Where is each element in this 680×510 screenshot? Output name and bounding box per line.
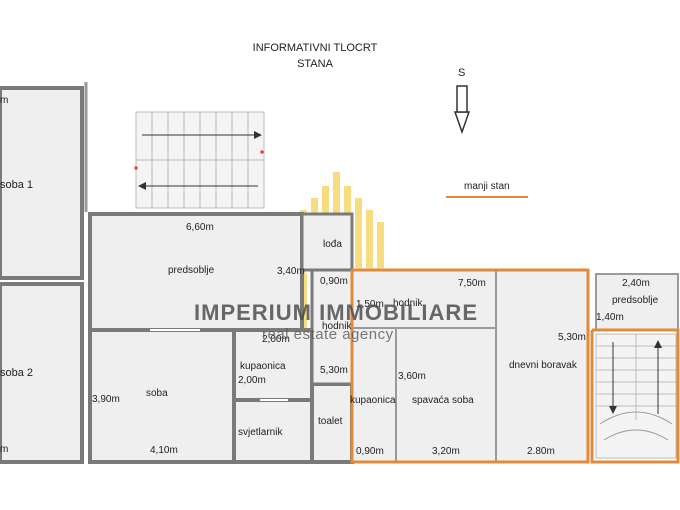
- plan-title: INFORMATIVNI TLOCRT STANA: [215, 40, 415, 72]
- legend-label: manji stan: [464, 181, 510, 192]
- label-kupaonica-left: kupaonica: [240, 361, 286, 372]
- label-kupaonica-right: kupaonica: [350, 395, 396, 406]
- legend-line: [446, 196, 528, 198]
- small-apartment-outline: [350, 268, 680, 464]
- dim-3-90: 3,90m: [92, 394, 120, 405]
- label-soba-2: soba 2: [0, 367, 34, 379]
- staircase-top: [134, 111, 265, 209]
- dim-m-top: m: [0, 95, 9, 106]
- dim-1-50: 1,50m: [356, 299, 384, 310]
- dim-5-30-right: 5,30m: [558, 332, 586, 343]
- watermark-name: IMPERIUM IMMOBILIARE: [194, 300, 478, 325]
- dim-2-00-a: 2,00m: [262, 334, 290, 345]
- dim-m-bottom: m: [0, 444, 9, 455]
- room-dnevni-boravak: [495, 269, 589, 463]
- label-soba-1: soba 1: [0, 179, 34, 191]
- label-predsoblje-left: predsoblje: [168, 265, 215, 276]
- label-loda: lođa: [323, 239, 342, 250]
- dim-3-40: 3,40m: [277, 266, 305, 277]
- north-arrow-icon: [453, 85, 471, 135]
- label-spavaca-soba: spavaća soba: [412, 395, 474, 406]
- dim-3-60: 3,60m: [398, 371, 426, 382]
- plan-title-line1: INFORMATIVNI TLOCRT: [252, 42, 378, 54]
- dim-6-60: 6,60m: [186, 222, 214, 233]
- dim-2-40: 2,40m: [622, 278, 650, 289]
- dim-7-50: 7,50m: [458, 278, 486, 289]
- dim-4-10: 4,10m: [150, 445, 178, 456]
- label-dnevni-boravak: dnevni boravak: [509, 360, 577, 371]
- dim-3-20: 3,20m: [432, 446, 460, 457]
- label-toalet: toalet: [318, 416, 343, 427]
- label-hodnik-mid: hodnik: [322, 321, 352, 332]
- label-predsoblje-right: predsoblje: [612, 295, 659, 306]
- label-hodnik-top: hodnik: [393, 298, 423, 309]
- dim-1-40: 1,40m: [596, 312, 624, 323]
- watermark-tagline: real estate agency: [262, 326, 394, 343]
- room-soba-1: [0, 86, 84, 280]
- room-soba-2: [0, 282, 84, 464]
- label-soba: soba: [146, 388, 168, 399]
- north-label: S: [458, 67, 466, 79]
- plan-title-line2: STANA: [297, 58, 333, 70]
- dim-2-80: 2.80m: [527, 446, 555, 457]
- room-predsoblje-left: [88, 212, 304, 332]
- dim-5-30-mid: 5,30m: [320, 365, 348, 376]
- dim-2-00-b: 2,00m: [238, 375, 266, 386]
- dim-0-90-bottom: 0,90m: [356, 446, 384, 457]
- label-svjetlarnik: svjetlarnik: [238, 427, 283, 438]
- dim-0-90-top: 0,90m: [320, 276, 348, 287]
- staircase-right: [595, 333, 677, 459]
- room-predsoblje-right: [595, 273, 679, 331]
